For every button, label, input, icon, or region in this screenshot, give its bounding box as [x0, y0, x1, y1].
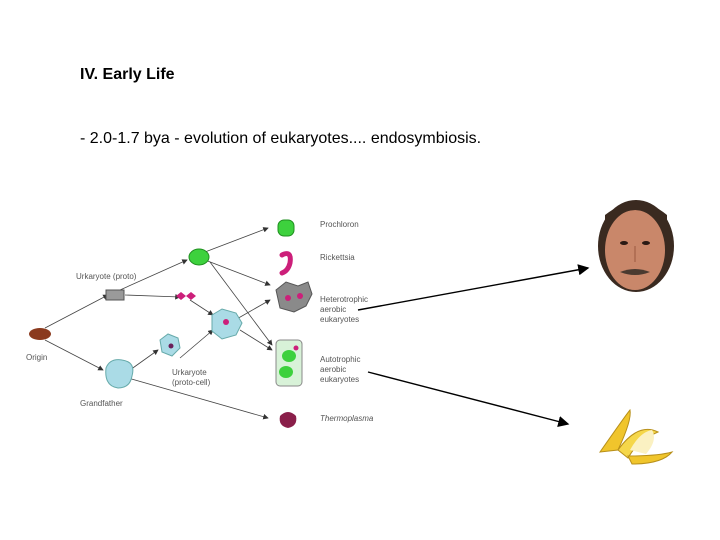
label-heterotrophic: Heterotrophic aerobic eukaryotes	[320, 295, 369, 324]
label-autotrophic: Autotrophic aerobic eukaryotes	[320, 355, 361, 384]
lineage-arrows	[44, 227, 273, 420]
origin-cell	[29, 328, 51, 340]
bacteria-cluster	[176, 292, 196, 300]
thermoplasma-cell	[279, 412, 297, 428]
label-origin: Origin	[26, 353, 48, 362]
host-cell-large	[105, 359, 134, 389]
label-thermoplasma: Thermoplasma	[320, 414, 374, 423]
portrait-image	[598, 200, 674, 292]
rickettsia-cell	[279, 251, 293, 276]
label-ancestral-prokaryote: Urkaryote (proto)	[76, 272, 137, 281]
label-rickettsia: Rickettsia	[320, 253, 355, 262]
label-prochloron: Prochloron	[320, 220, 359, 229]
banana-image	[598, 408, 674, 465]
slide-bullet: - 2.0-1.7 bya - evolution of eukaryotes.…	[80, 130, 482, 147]
arrow-to-portrait	[357, 264, 590, 311]
arrow-to-banana	[367, 371, 570, 427]
label-urkaryote: Urkaryote (proto-cell)	[172, 368, 211, 387]
prochloron-cell	[277, 219, 295, 237]
slide-heading: IV. Early Life	[80, 66, 175, 83]
label-grandfather: Grandfather	[80, 399, 123, 408]
chloroplast-cell	[188, 248, 210, 266]
ancestral-prokaryote	[105, 289, 125, 301]
heterotroph-cell	[275, 281, 313, 313]
